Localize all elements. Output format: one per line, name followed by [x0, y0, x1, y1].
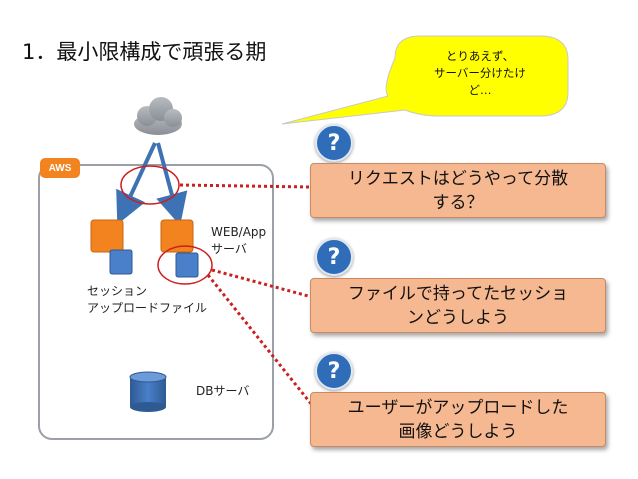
web-app-label-line: WEB/App — [211, 225, 267, 239]
web-app-server-icon — [90, 219, 133, 275]
question-callout: ファイルで持ってたセッショ ンどうしよう — [310, 278, 606, 333]
speech-bubble-line: とりあえず、 — [445, 49, 515, 63]
internet-cloud-icon — [134, 97, 182, 135]
question-line: ンどうしよう — [407, 307, 509, 328]
connector-line — [179, 183, 311, 189]
session-label-line: セッション — [87, 284, 148, 298]
aws-cloud-boundary — [38, 164, 274, 440]
connector-line — [206, 274, 314, 406]
question-callout: リクエストはどうやって分散 する？ — [310, 163, 606, 218]
session-upload-label: セッション アップロードファイル — [87, 283, 207, 317]
page-title: 1．最小限構成で頑張る期 — [22, 40, 267, 64]
speech-bubble-text: とりあえず、 サーバー分けたけ ど… — [400, 48, 560, 99]
speech-bubble-line: ど… — [468, 83, 492, 97]
question-line: する？ — [432, 192, 484, 213]
question-line: ファイルで持ってたセッショ — [347, 283, 569, 304]
request-arrow-left — [116, 142, 157, 225]
database-icon — [129, 371, 167, 412]
question-line: ユーザーがアップロードした — [347, 397, 569, 418]
question-callout: ユーザーがアップロードした 画像どうしよう — [310, 392, 606, 447]
connector-line — [211, 268, 313, 299]
local-storage-highlight — [157, 245, 213, 285]
speech-bubble-line: サーバー分けたけ — [434, 66, 526, 80]
web-app-server-icon — [160, 219, 199, 278]
question-line: リクエストはどうやって分散 — [347, 168, 569, 189]
request-arrow-right — [156, 142, 188, 226]
web-app-label-line: サーバ — [211, 242, 247, 256]
question-icon: ? — [315, 124, 353, 162]
upload-file-label-line: アップロードファイル — [87, 301, 208, 315]
question-icon: ? — [315, 238, 353, 276]
db-server-label: DBサーバ — [196, 384, 250, 398]
web-app-server-label: WEB/App サーバ — [211, 224, 266, 258]
question-icon: ? — [315, 352, 353, 390]
load-balancing-highlight — [120, 165, 180, 205]
question-line: 画像どうしよう — [398, 421, 518, 442]
aws-badge: AWS — [40, 158, 80, 178]
